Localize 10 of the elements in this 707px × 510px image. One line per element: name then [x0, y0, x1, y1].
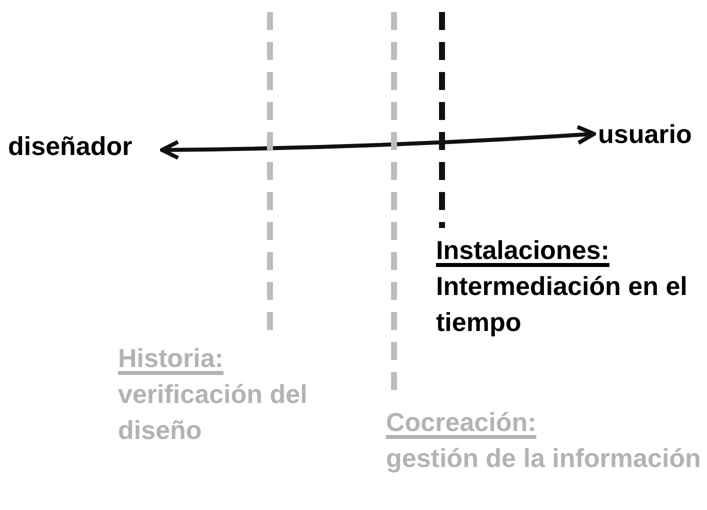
description: Intermediación en el tiempo	[436, 270, 688, 339]
text-label: diseñador	[8, 131, 132, 161]
description: gestión de la información	[386, 442, 701, 475]
heading: Instalaciones:	[436, 234, 610, 267]
double-arrow	[160, 124, 596, 160]
heading: Historia:	[118, 342, 224, 375]
heading: Cocreación:	[386, 406, 536, 439]
description: verificación del diseño	[118, 378, 308, 447]
dashed-line	[439, 12, 445, 228]
text-label: usuario	[598, 119, 692, 149]
